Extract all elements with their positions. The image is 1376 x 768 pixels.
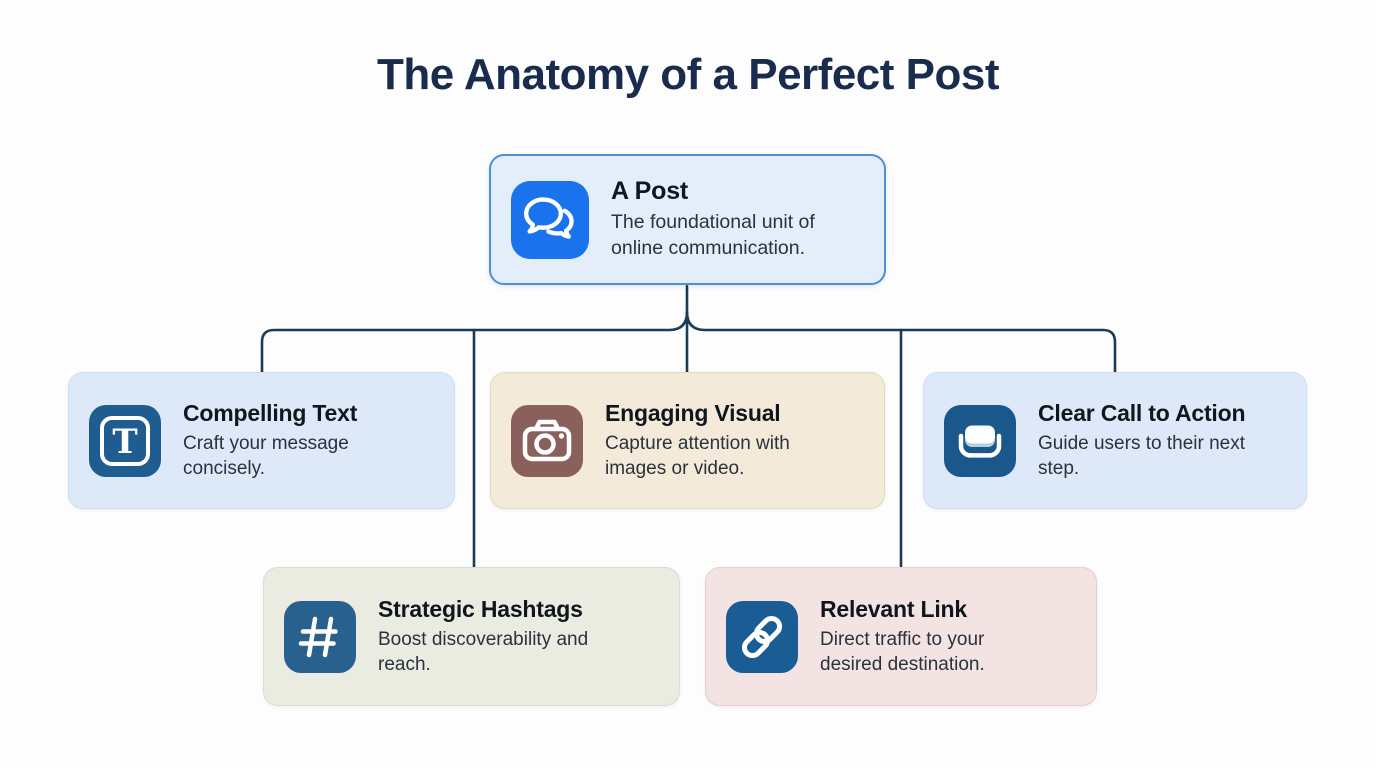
node-text-block: Engaging Visual Capture attention with i… — [605, 400, 837, 482]
node-description: Guide users to their next step. — [1038, 432, 1245, 479]
page-title: The Anatomy of a Perfect Post — [377, 50, 1000, 99]
button-icon — [944, 404, 1016, 477]
node-description: Craft your message concisely. — [183, 432, 349, 479]
node-text-block: A Post The foundational unit of online c… — [611, 177, 853, 262]
node-card-engaging-visual: Engaging Visual Capture attention with i… — [490, 372, 885, 509]
node-title: Clear Call to Action — [1038, 399, 1246, 426]
text-format-icon: T — [89, 404, 161, 477]
node-description: Direct traffic to your desired destinati… — [820, 628, 985, 675]
node-title: Relevant Link — [820, 595, 967, 622]
node-card-clear-call-to-action: Clear Call to Action Guide users to thei… — [923, 372, 1307, 509]
node-card-strategic-hashtags: Strategic Hashtags Boost discoverability… — [263, 567, 680, 706]
svg-text:T: T — [112, 422, 137, 462]
hashtag-icon — [284, 600, 356, 673]
node-card-relevant-link: Relevant Link Direct traffic to your des… — [705, 567, 1097, 706]
node-title: Strategic Hashtags — [378, 595, 583, 622]
node-title: A Post — [611, 177, 689, 206]
camera-icon — [511, 404, 583, 477]
link-icon — [726, 600, 798, 673]
node-text-block: Clear Call to Action Guide users to thei… — [1038, 400, 1286, 482]
node-card-compelling-text: T Compelling Text Craft your message con… — [68, 372, 455, 509]
chat-bubbles-icon — [511, 180, 589, 259]
node-text-block: Relevant Link Direct traffic to your des… — [820, 596, 1038, 678]
node-description: Capture attention with images or video. — [605, 432, 790, 479]
node-card-a-post: A Post The foundational unit of online c… — [489, 154, 886, 285]
node-title: Engaging Visual — [605, 399, 781, 426]
node-text-block: Strategic Hashtags Boost discoverability… — [378, 596, 596, 678]
node-text-block: Compelling Text Craft your message conci… — [183, 400, 398, 482]
node-description: The foundational unit of online communic… — [611, 211, 815, 259]
node-title: Compelling Text — [183, 399, 358, 426]
node-description: Boost discoverability and reach. — [378, 628, 589, 675]
